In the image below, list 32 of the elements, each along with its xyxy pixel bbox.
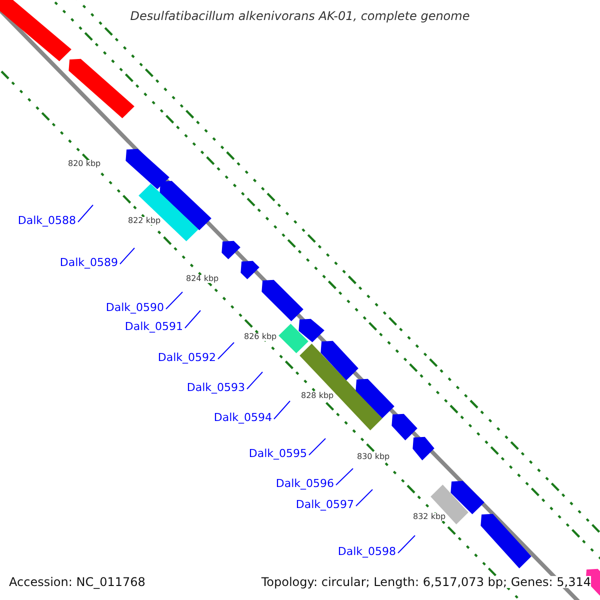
gene-label: Dalk_0594	[214, 412, 272, 423]
scale-label: 820 kbp	[68, 160, 101, 168]
leader-line	[398, 535, 416, 554]
leader-line	[308, 438, 326, 456]
leader-line	[78, 204, 94, 222]
scale-label: 822 kbp	[128, 217, 161, 225]
gene-label: Dalk_0593	[186, 382, 245, 393]
gene-label: Dalk_0592	[158, 352, 216, 363]
gene-label: Dalk_0591	[124, 321, 183, 332]
gene-label: Dalk_0589	[60, 257, 118, 268]
leader-line	[120, 248, 135, 264]
leader-line	[274, 400, 290, 420]
scale-label: 832 kbp	[413, 513, 446, 521]
leader-line	[336, 468, 354, 486]
leader-line	[218, 342, 234, 360]
leader-line	[246, 372, 263, 390]
scale-label: 830 kbp	[357, 453, 390, 461]
scale-label: 828 kbp	[301, 392, 334, 400]
leader-line	[184, 310, 201, 328]
footer-text: Accession: NC_011768	[9, 576, 146, 588]
leader-line	[356, 489, 373, 506]
title: Desulfatibacillum alkenivorans AK-01, complete genome	[129, 10, 471, 22]
footer-text: Topology: circular; Length: 6,517,073 bp; Genes: 5,314	[261, 576, 591, 588]
gene-label: Dalk_0590	[106, 302, 164, 313]
gene-label: Dalk_0595	[248, 448, 307, 459]
scale-label: 824 kbp	[186, 275, 219, 283]
gene-label: Dalk_0588	[18, 215, 76, 226]
gene-label: Dalk_0598	[338, 546, 396, 557]
gene-label: Dalk_0596	[276, 478, 334, 489]
gene-label: Dalk_0597	[296, 499, 354, 510]
scale-label: 826 kbp	[244, 333, 277, 341]
leader-line	[166, 292, 183, 310]
